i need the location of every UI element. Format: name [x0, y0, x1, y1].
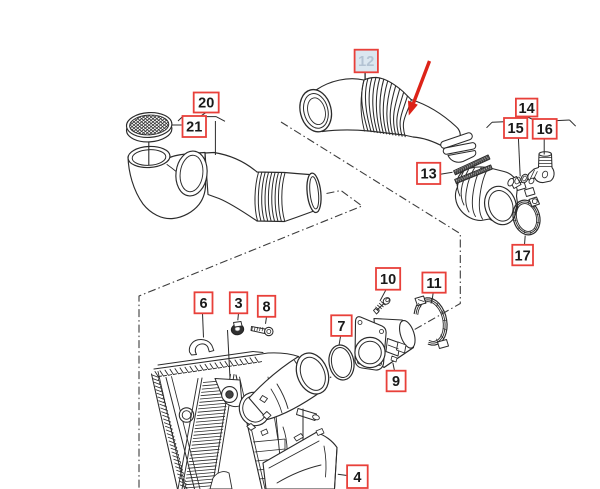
svg-text:3: 3: [235, 296, 243, 312]
svg-text:14: 14: [519, 101, 535, 117]
svg-text:11: 11: [426, 276, 441, 292]
svg-text:15: 15: [508, 121, 524, 137]
svg-text:13: 13: [421, 167, 437, 183]
svg-text:21: 21: [186, 120, 202, 136]
svg-text:9: 9: [392, 374, 400, 390]
svg-text:8: 8: [263, 300, 271, 316]
svg-text:6: 6: [199, 296, 207, 312]
svg-text:7: 7: [337, 319, 345, 335]
svg-text:16: 16: [537, 122, 553, 138]
svg-text:20: 20: [198, 96, 214, 112]
svg-text:17: 17: [515, 248, 531, 264]
svg-text:12: 12: [358, 54, 374, 70]
svg-text:4: 4: [353, 470, 361, 486]
svg-text:10: 10: [380, 272, 396, 288]
